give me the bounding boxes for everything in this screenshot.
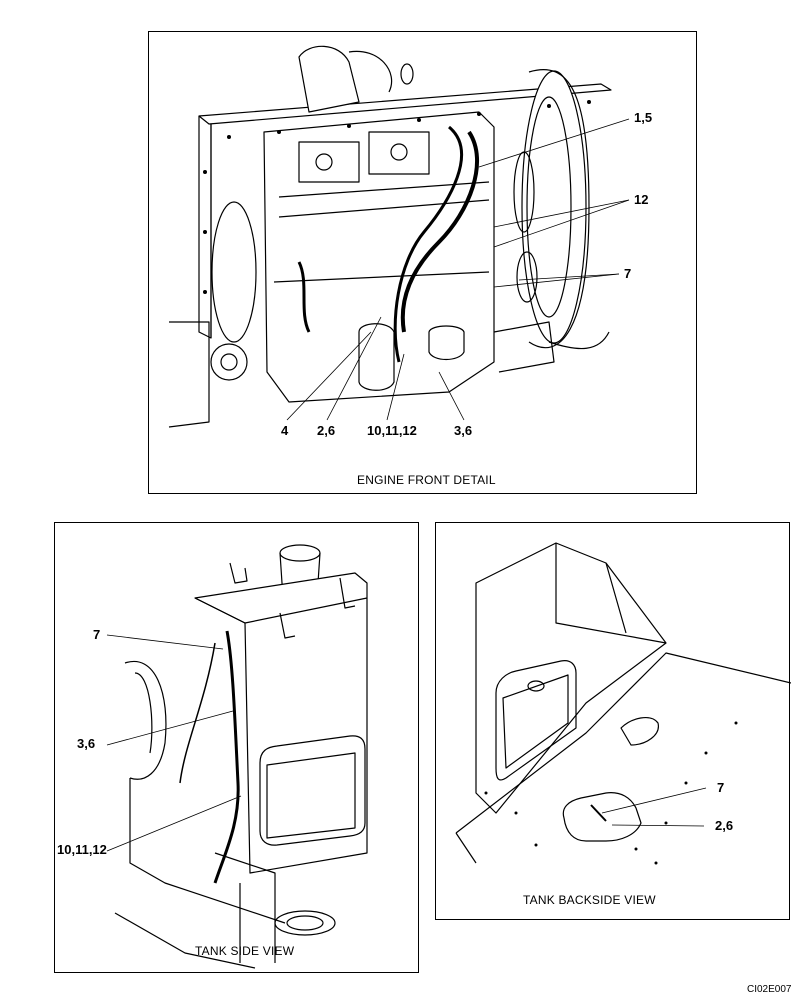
engine-front-illustration xyxy=(168,45,630,428)
callout-12: 12 xyxy=(634,192,649,207)
return-hose xyxy=(213,630,240,884)
tank-sight-window xyxy=(259,735,366,846)
engine-front-detail-panel: 1,5 12 7 4 2,6 10,11,12 3,6 ENGINE FRONT… xyxy=(148,31,697,494)
fuel-hose-1 xyxy=(400,130,479,333)
tank-side-illustration xyxy=(106,544,368,969)
callout-2-6: 2,6 xyxy=(715,818,734,833)
callout-7: 7 xyxy=(624,266,632,281)
left-pulley xyxy=(211,201,257,343)
callout-7: 7 xyxy=(93,627,101,642)
frame-left-post xyxy=(198,116,212,339)
tank-backside-view-panel: 7 2,6 TANK BACKSIDE VIEW xyxy=(435,522,791,920)
fuel-hose-2 xyxy=(393,125,463,363)
tank-side-view-panel: 7 3,6 10,11,12 TANK SIDE VIEW xyxy=(54,522,419,973)
callout-3-6: 3,6 xyxy=(454,423,473,438)
callout-7: 7 xyxy=(717,780,725,795)
fuel-filter xyxy=(358,323,395,391)
drawing-code: CI02E007 xyxy=(747,984,792,995)
tank-side-caption: TANK SIDE VIEW xyxy=(195,944,295,958)
right-flywheel xyxy=(521,70,587,344)
callout-3-6: 3,6 xyxy=(77,736,96,751)
tank-backside-illustration xyxy=(455,542,791,865)
tank-access-panel xyxy=(495,660,577,781)
callout-4: 4 xyxy=(281,423,289,438)
callout-1-5: 1,5 xyxy=(634,110,653,125)
engine-front-caption: ENGINE FRONT DETAIL xyxy=(357,473,496,487)
tank-back-wall xyxy=(475,542,667,814)
callout-10-11-12: 10,11,12 xyxy=(367,423,417,438)
callout-2-6: 2,6 xyxy=(317,423,336,438)
callout-10-11-12: 10,11,12 xyxy=(57,842,107,857)
tank-backside-caption: TANK BACKSIDE VIEW xyxy=(523,893,656,907)
frame-top-beam xyxy=(198,83,612,125)
